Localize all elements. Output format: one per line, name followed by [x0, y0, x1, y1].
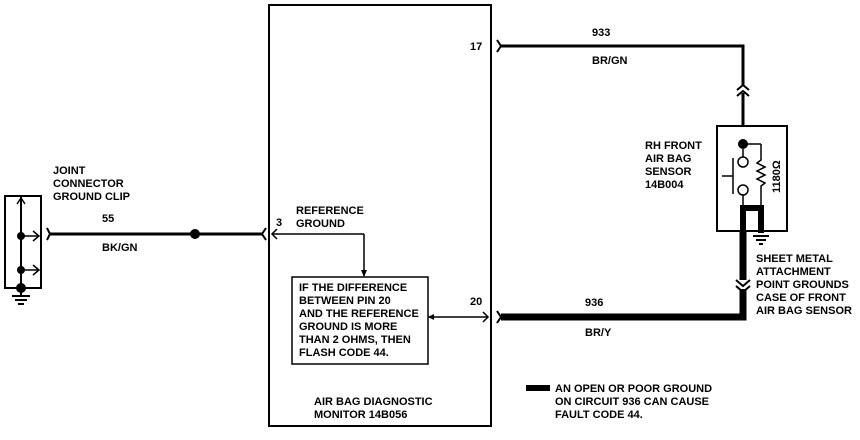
- legend-text: AN OPEN OR POOR GROUND ON CIRCUIT 936 CA…: [555, 383, 715, 421]
- circuit-933-number: 933: [592, 27, 610, 39]
- connector-icon: [736, 89, 750, 97]
- circuit-936-color: BR/Y: [585, 327, 612, 339]
- circuit-55-color: BK/GN: [102, 242, 138, 254]
- connector-icon: [46, 227, 52, 241]
- arrow-icon: [32, 230, 41, 242]
- sensor-box: [716, 125, 788, 232]
- circuit-55-wire: 55 BK/GN: [46, 213, 267, 254]
- air-bag-diagnostic-monitor: 17 3 20 REFERENCE GROUND IF THE DIFFEREN…: [268, 4, 492, 427]
- arrow-icon: [482, 311, 490, 323]
- pin-3-label: 3: [276, 217, 282, 229]
- switch-contact-icon: [737, 184, 749, 196]
- arrow-icon: [16, 196, 26, 205]
- connector-icon: [735, 285, 751, 294]
- connector-icon: [736, 83, 750, 91]
- circuit-936-wire: 936 BR/Y: [496, 231, 751, 339]
- circuit-933-wire: 933 BR/GN: [496, 27, 750, 126]
- rh-front-air-bag-sensor: 1180Ω RH FRONT AIR BAG SENSOR 14B004: [645, 125, 788, 245]
- circuit-936-number: 936: [585, 297, 603, 309]
- connector-icon: [496, 310, 503, 324]
- arrow-icon: [428, 314, 434, 320]
- arrow-icon: [361, 270, 367, 277]
- arrow-icon: [32, 264, 41, 276]
- connector-icon: [496, 39, 503, 53]
- pin-20-label: 20: [470, 296, 482, 308]
- connector-icon: [260, 227, 267, 241]
- sheet-metal-note: SHEET METAL ATTACHMENT POINT GROUNDS CAS…: [756, 253, 852, 317]
- connector-icon: [735, 279, 751, 288]
- monitor-box: [268, 4, 492, 427]
- pin-17-label: 17: [470, 41, 482, 53]
- joint-connector-ground-clip: JOINT CONNECTOR GROUND CLIP: [4, 165, 130, 305]
- thick-wire-legend-swatch: [526, 385, 550, 391]
- joint-connector-label: JOINT CONNECTOR GROUND CLIP: [53, 165, 130, 203]
- resistor-icon: [755, 144, 767, 206]
- legend: AN OPEN OR POOR GROUND ON CIRCUIT 936 CA…: [526, 383, 715, 421]
- ground-symbol-icon: [12, 288, 30, 305]
- circuit-55-number: 55: [102, 213, 114, 225]
- arrow-icon: [270, 228, 278, 240]
- circuit-933-color: BR/GN: [592, 55, 628, 67]
- fault-note-box: [291, 276, 429, 365]
- joint-connector-box: [4, 195, 42, 289]
- reference-ground-label: REFERENCE GROUND: [296, 205, 367, 230]
- fault-note-text: IF THE DIFFERENCE BETWEEN PIN 20 AND THE…: [299, 282, 422, 359]
- ground-symbol-icon: [753, 235, 769, 245]
- sensor-label: RH FRONT AIR BAG SENSOR 14B004: [645, 140, 705, 191]
- resistor-value: 1180Ω: [771, 160, 783, 193]
- monitor-label: AIR BAG DIAGNOSTIC MONITOR 14B056: [314, 396, 436, 421]
- switch-contact-icon: [737, 156, 749, 168]
